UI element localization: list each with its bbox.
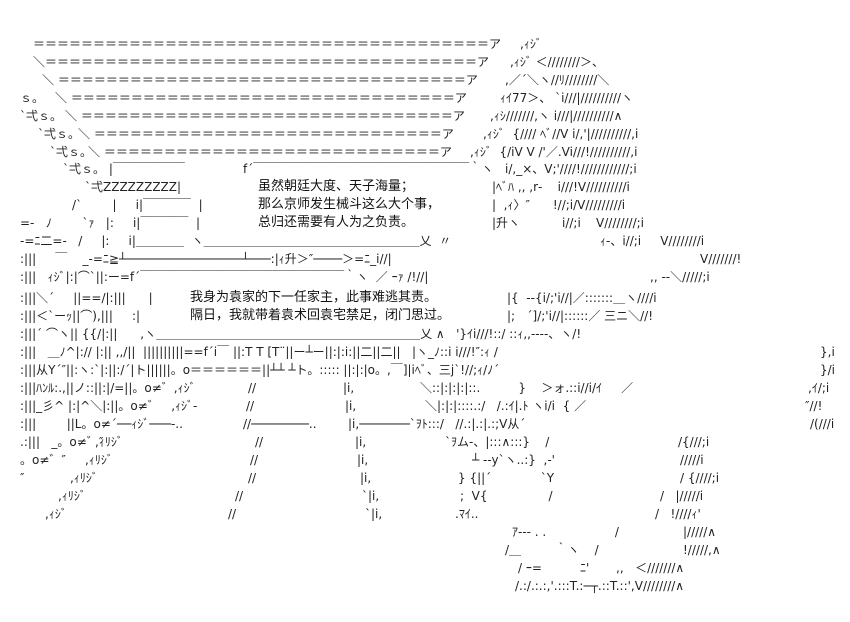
art-line: 。o≠゛″	[20, 453, 66, 467]
art-line: ,ｨｼﾞ {/iV V /'／.Vi///!//////////,i	[470, 145, 638, 159]
art-line: ,ｨﾘｼﾞ	[58, 489, 86, 503]
art-line: /` | i|￣￣￣￣ |	[72, 198, 203, 212]
art-line: },i	[820, 345, 835, 359]
art-line: `弌ZZZZZZZZZ|	[85, 180, 182, 194]
art-line: ,, -‐＼/////;i	[650, 270, 710, 284]
art-line: `弌ｓ。 |￣￣￣￣￣￣	[63, 162, 185, 176]
art-line: ＼ ＝＝＝＝＝＝＝＝＝＝＝＝＝＝＝＝＝＝＝＝＝＝＝＝＝＝＝＝＝ア	[78, 127, 454, 141]
art-line: :|||从Y´″||:ヽ:`|:||:/´|ト||||||。o＝＝＝＝＝＝||┴…	[20, 363, 500, 377]
art-line: ,ｨﾘｼﾞ	[85, 453, 113, 467]
art-line: //	[248, 381, 257, 395]
art-line: |ﾍﾞﾊ ,, ,r‐ i///!V//////////i	[492, 180, 630, 194]
art-line: ,／´＼ヽ//ﾘ////////＼	[505, 73, 610, 87]
art-line: :|||ﾊﾝﾙ:.,||ノ::||:|/=||。o≠゛,ｨｼﾞ	[20, 381, 196, 395]
art-line: ; V{ /	[460, 489, 553, 503]
art-line: `|i,	[365, 507, 383, 521]
art-line: ｨｲ77＞、 `i///|//////////ヽ	[500, 91, 634, 105]
art-line: |i,───────`ｦﾄ:::/ //.:|.:|.:;V从´	[348, 417, 526, 431]
art-line: |i,	[343, 381, 355, 395]
art-line: / !////ｨ'	[655, 507, 701, 521]
art-line: `ｦム‐、|:::∧:::} /	[445, 435, 550, 449]
art-line: |{ ‐-{i/;'i//|／:::::::＿ヽ////i	[507, 291, 657, 305]
art-line: ＼＝＝＝＝＝＝＝＝＝＝＝＝＝＝＝＝＝＝＝＝＝＝＝＝＝＝＝＝＝＝＝＝＝＝＝＝ア	[33, 55, 490, 69]
art-line: //	[248, 471, 257, 485]
art-line: ┴ --y`ヽ..:} ,-'	[472, 453, 555, 467]
art-line: /＿ ｀ヽ /	[505, 543, 599, 557]
art-line: =- ﾉ `ｧ |: i|￣￣￣￣ |	[20, 216, 200, 230]
art-line: / |/////i	[660, 489, 704, 503]
art-line: ,ｨｼﾞ	[520, 37, 542, 51]
art-line: ,ｨｼﾞ ＜////////＞、	[510, 55, 604, 69]
art-line: |i,	[355, 435, 367, 449]
art-line: ,ｨﾘｼﾞ	[70, 471, 98, 485]
art-line: }/i	[820, 363, 836, 377]
art-line: ＼ ＝＝＝＝＝＝＝＝＝＝＝＝＝＝＝＝＝＝＝＝＝＝＝＝＝＝＝＝＝＝＝＝ア	[55, 91, 467, 105]
art-line: ″	[20, 471, 25, 485]
art-line: //	[235, 489, 244, 503]
art-line: i/,_×、V;'////!////////////;i	[505, 162, 637, 176]
art-line: / {////;i	[680, 471, 720, 485]
art-line: |i,	[345, 399, 357, 413]
art-line: |i,	[357, 453, 369, 467]
art-line: / ｰ= ﾆ' ,, ＜///////∧	[518, 561, 685, 575]
art-line: ,ｨｼ///////,ヽ i///|//////////∧	[490, 109, 623, 123]
dialogue-line: 隔日，我就带着袁术回袁宅禁足，闭门思过。	[190, 308, 451, 323]
art-line: :||| ||L。o≠´──ｨｼﾞ───-..	[20, 417, 183, 431]
art-line: //	[255, 435, 264, 449]
dialogue-line: 总归还需要有人为之负责。	[258, 215, 415, 230]
art-line: |i,	[360, 471, 372, 485]
art-line: .ﾏｲ..	[455, 507, 479, 521]
art-line: //────────..	[243, 417, 317, 431]
art-line: :||| ｨｼﾞ|:|⌒`||:ー=f´￣￣￣￣￣￣￣￣￣￣￣￣￣￣￣￣￣｀ヽ …	[20, 270, 429, 284]
art-line: ｨ-、i//;i V////////i	[600, 234, 705, 248]
art-line: ｓ。	[20, 91, 45, 105]
dialogue-line: 那么京师发生械斗这么大个事，	[258, 197, 441, 212]
art-line: ＼ ＝＝＝＝＝＝＝＝＝＝＝＝＝＝＝＝＝＝＝＝＝＝＝＝＝＝＝＝＝＝＝ア	[65, 109, 465, 123]
art-line: ｱ-‐- . . /	[512, 525, 619, 539]
art-line: |升ヽ i//;i V////////;i	[492, 216, 644, 230]
art-line: :|||_彡^ |:|^＼|:||。o≠゛ ,ｨｼﾞ-	[20, 399, 198, 413]
art-line: | ,ｨ〉″ !//;i/V/////////i	[492, 198, 626, 212]
art-line: ＼|:|:|::::.:/ /.:ｲ|.ﾄ ヽi/i { ／	[425, 399, 587, 413]
art-line: ＼ ＝＝＝＝＝＝＝＝＝＝＝＝＝＝＝＝＝＝＝＝＝＝＝＝＝＝＝＝＝＝＝＝＝＝ア	[42, 73, 478, 87]
art-line: //	[246, 399, 255, 413]
art-line: |; ´]/;'i//|::::::／ 三ニ＼//!	[507, 309, 654, 323]
art-line: ″//!	[805, 399, 823, 413]
speech-bubble-top: f´￣￣￣￣￣￣￣￣￣￣￣￣￣￣￣￣￣￣｀ヽ	[243, 162, 494, 176]
art-line: /////i	[680, 453, 704, 467]
art-line: //	[250, 453, 259, 467]
art-line: //	[228, 507, 237, 521]
art-line: :||| ＿ﾉ^|:// |:|| ,,/|| ||||||||||==f´i￣…	[20, 345, 498, 359]
dialogue-line: 我身为袁家的下一任家主，此事难逃其责。	[190, 290, 438, 305]
art-line: ,ｨｼﾞ	[45, 507, 67, 521]
art-line: /(///i	[810, 417, 835, 431]
art-line: `弌ｓ。	[20, 109, 63, 123]
dialogue-line: 虽然朝廷大度、天子海量；	[258, 179, 415, 194]
art-line: :|||＼´ ||==/|:||| |	[20, 291, 153, 305]
art-line: /.:/.:.:,'.:::T.:─┬.::T.::',V////////∧	[515, 579, 685, 593]
art-line: :||| ￣ _-=ﾆ≧┴────────────────┴───:|ｨ升＞″─…	[20, 252, 392, 266]
art-line: |/////∧	[683, 525, 717, 539]
art-line: `弌ｓ。	[50, 145, 93, 159]
art-line: ＼ ＝＝＝＝＝＝＝＝＝＝＝＝＝＝＝＝＝＝＝＝＝＝＝＝＝＝＝＝ア	[88, 145, 452, 159]
art-line: `|i,	[362, 489, 380, 503]
art-line: ,ｨｼﾞ {//// ﾍﾞ//V i/,'|//////////,i	[483, 127, 639, 141]
art-line: .:||| _。o≠゛″	[20, 435, 104, 449]
art-line: /{///;i	[678, 435, 710, 449]
art-line: :|||´ ⌒ヽ|| {{/|:|| ,ヽ＿＿＿＿＿＿＿＿＿＿＿＿＿＿＿＿＿＿＿…	[20, 327, 582, 341]
art-line: } {||´ `Y	[458, 471, 555, 485]
art-line: V///////!	[700, 252, 742, 266]
art-line: ＝＝＝＝＝＝＝＝＝＝＝＝＝＝＝＝＝＝＝＝＝＝＝＝＝＝＝＝＝＝＝＝＝＝＝＝＝＝ア	[33, 37, 502, 51]
art-line: ＼::|:|:|:|::. } ＞ォ.::i//i/ｲ ／	[420, 381, 634, 395]
art-line: !/////,∧	[683, 543, 721, 557]
art-line: ,ｨﾘｼﾞ	[95, 435, 123, 449]
art-line: ,ｲ/;i	[808, 381, 830, 395]
art-line: :|||＜`ーｯ||⌒),||| :|	[20, 309, 141, 323]
art-line: `弌ｓ。	[38, 127, 81, 141]
art-line: -=ﾆ二=- / |: i|＿＿＿＿ ヽ＿＿＿＿＿＿＿＿＿＿＿＿＿＿＿＿＿＿乂 …	[20, 234, 452, 248]
